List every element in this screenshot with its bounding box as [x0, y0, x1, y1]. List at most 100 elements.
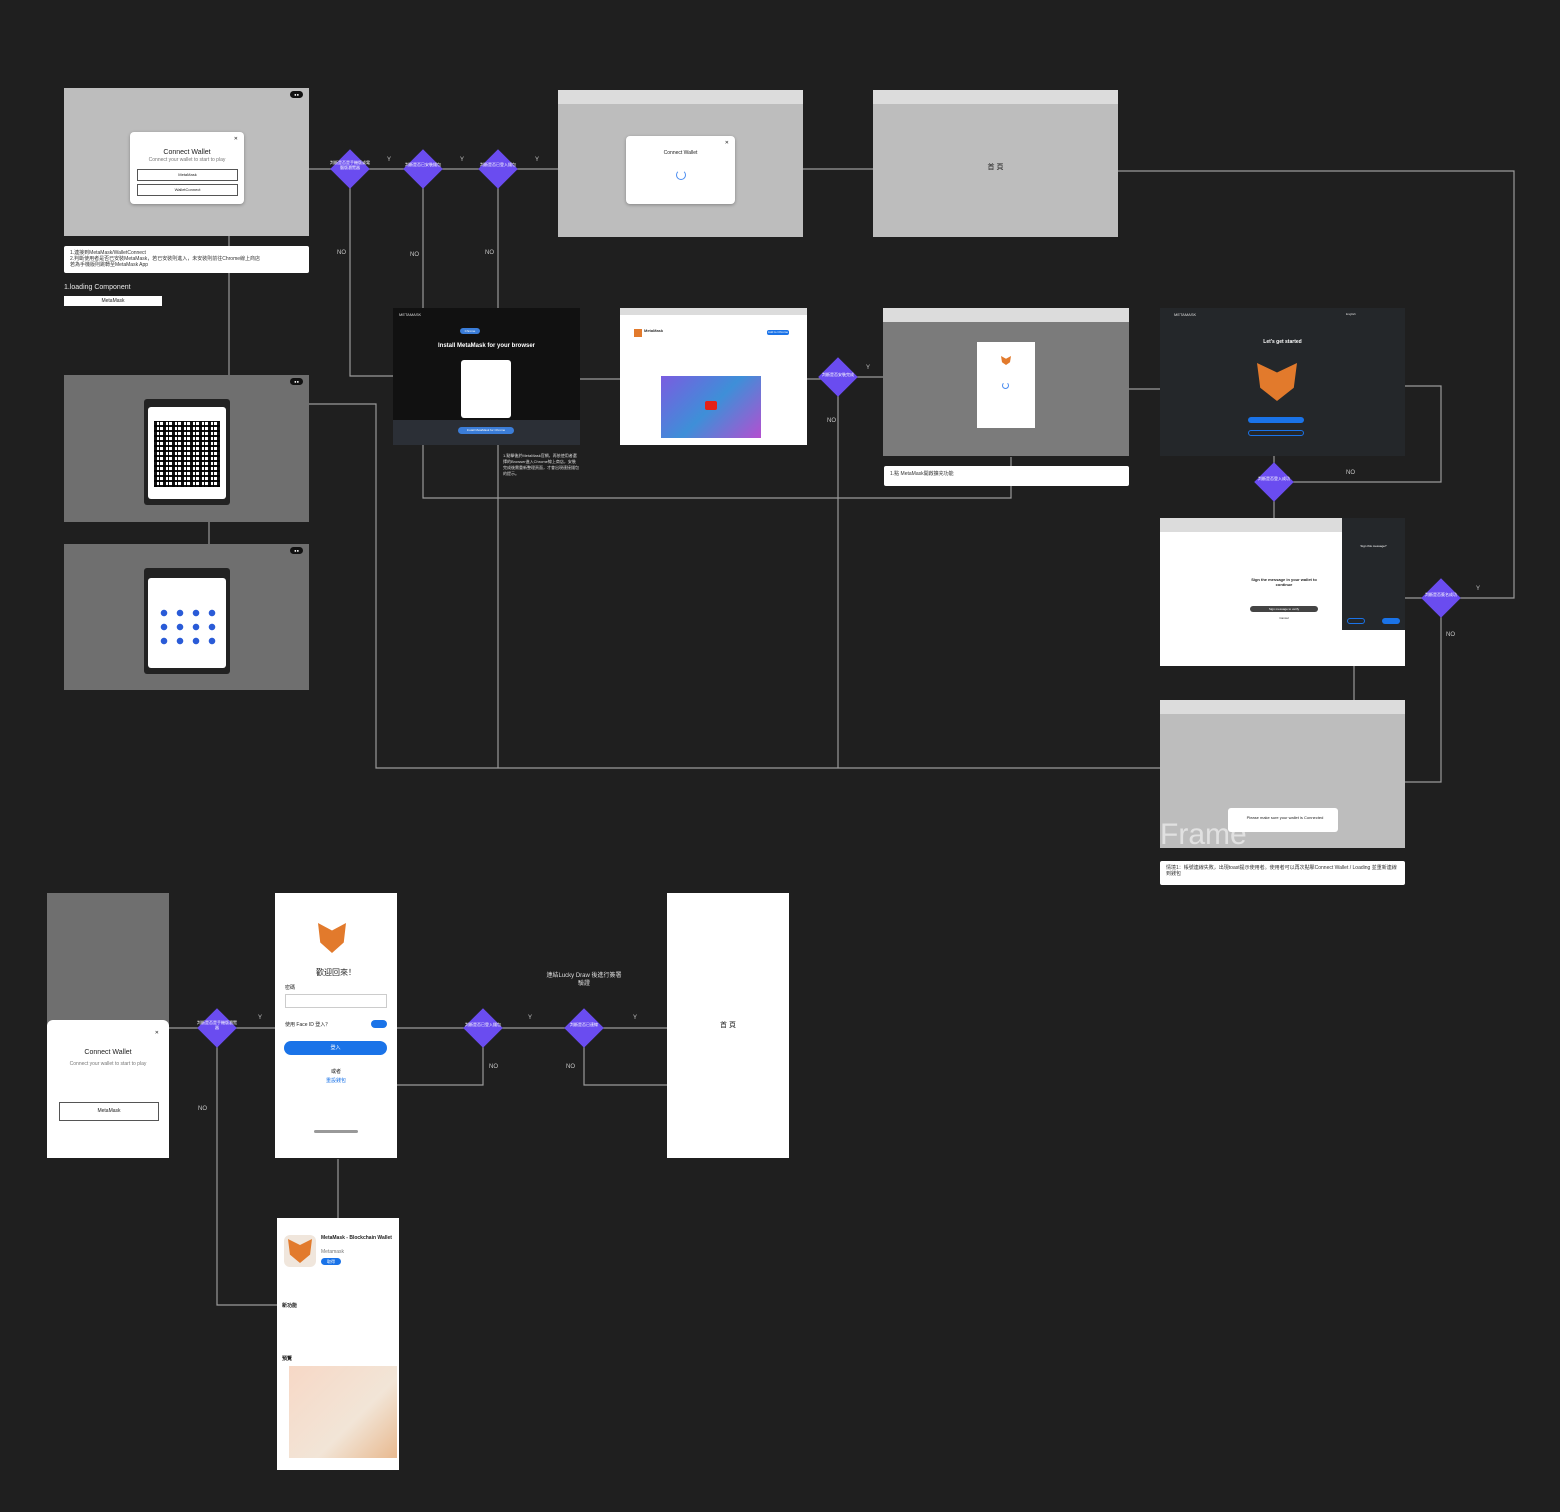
loading-frame: ✕ Connect Wallet [558, 90, 803, 237]
get-started-page: METAMASK English Let's get started [1160, 308, 1405, 456]
decision-mobile-login-label: 判斷是否已登入錢包 [465, 1022, 501, 1027]
mobile-home-screen: 首 頁 [667, 893, 789, 1158]
qr-frame: ●● [64, 375, 309, 522]
mobile-connect-title: Connect Wallet [84, 1049, 132, 1056]
close-icon[interactable]: ✕ [233, 136, 238, 142]
loading-modal: ✕ Connect Wallet [626, 136, 735, 204]
loading-pill: MetaMask [64, 296, 162, 306]
edge-no: NO [827, 418, 836, 424]
modal-title: Connect Wallet [163, 149, 211, 156]
app-preview-image[interactable] [289, 1366, 397, 1458]
qr-code[interactable] [154, 421, 220, 487]
metamask-brand: METAMASK [399, 312, 422, 317]
decision-install-complete-label: 判斷是否安裝完成 [822, 372, 854, 377]
sign-message-button[interactable]: Sign message to verify [1250, 606, 1318, 612]
reset-wallet-link[interactable]: 重設錢包 [325, 1078, 346, 1084]
metamask-popup-frame [883, 308, 1129, 456]
edge-no: NO [1446, 632, 1455, 638]
note-frame: 情境1：帳號連線失敗，出現toast提示使用者。使用者可以再次點擊Connect… [1160, 861, 1405, 885]
connect-wallet-frame: ●● ✕ Connect Wallet Connect your wallet … [64, 88, 309, 236]
extension-popup [977, 342, 1035, 428]
decision-mobile-connected-label: 判斷是否已連線 [570, 1022, 598, 1027]
spinner-icon [1002, 382, 1009, 389]
import-wallet-button[interactable] [1248, 430, 1304, 436]
edge-no: NO [489, 1064, 498, 1070]
edge-no: NO [410, 252, 419, 258]
signature-modal: Sign the message in your wallet to conti… [1244, 572, 1324, 626]
face-id-toggle[interactable] [371, 1020, 387, 1028]
note-line: 若為手機版則跳轉至MetaMask App [70, 262, 149, 268]
home-indicator [314, 1130, 358, 1133]
add-to-chrome-button[interactable]: Add to Chrome [767, 330, 789, 335]
edge-no: NO [198, 1106, 207, 1112]
chrome-web-store: MetaMask Add to Chrome [620, 308, 807, 445]
frame-badge: ●● [290, 91, 303, 98]
mobile-metamask-button[interactable]: MetaMask [59, 1102, 159, 1121]
browser-bar [620, 308, 807, 315]
edge-no: NO [566, 1064, 575, 1070]
spinner-icon [676, 170, 686, 180]
metamask-install-page: METAMASK Chrome Install MetaMask for you… [393, 308, 580, 445]
signature-page: Sign the message in your wallet to conti… [1160, 518, 1405, 666]
sign-button[interactable] [1382, 618, 1400, 624]
wallet-grid [148, 578, 226, 668]
home-label: 首 頁 [987, 164, 1004, 171]
store-video[interactable] [661, 376, 761, 438]
note-line: 2.判斷使用者是否已安裝MetaMask，若已安裝則進入，未安裝則前往Chrom… [70, 256, 261, 262]
password-label: 密碼 [285, 985, 296, 991]
install-headline: Install MetaMask for your browser [437, 343, 536, 349]
mobile-connect-frame: ✕ Connect Wallet Connect your wallet to … [47, 893, 169, 1158]
home-frame: 首 頁 [873, 90, 1118, 237]
password-input[interactable] [285, 994, 387, 1008]
decision-login-success-label: 判斷是否登入成功 [1258, 476, 1290, 481]
close-icon[interactable]: ✕ [154, 1030, 159, 1036]
get-button[interactable]: 取得 [321, 1258, 341, 1265]
edge-yes: Y [258, 1015, 263, 1021]
qr-card [148, 407, 226, 499]
toast-message: Please make sure your wallet is Connecte… [1246, 815, 1324, 820]
mobile-welcome-screen: 歡迎回來！ 密碼 使用 Face ID 登入？ 登入 或者 重設錢包 [275, 893, 397, 1158]
close-icon[interactable]: ✕ [724, 140, 729, 146]
create-wallet-button[interactable] [1248, 417, 1304, 423]
metamask-option-button[interactable]: MetaMask [137, 169, 238, 181]
decision-device-label: 判斷是否是手機版或電腦版瀏覽器 [330, 160, 370, 170]
wallet-list-frame: ●● [64, 544, 309, 690]
welcome-title: 歡迎回來！ [316, 968, 356, 977]
note-metamask-open: 1.點 MetaMask開啟擴充功能 [884, 466, 1129, 486]
edge-yes: Y [633, 1015, 638, 1021]
app-subtitle: Metamask [321, 1249, 345, 1255]
mobile-home-label: 首 頁 [720, 1022, 736, 1029]
tab-chrome[interactable]: Chrome [460, 328, 480, 334]
edge-no: NO [337, 250, 346, 256]
walletconnect-option-button[interactable]: WalletConnect [137, 184, 238, 196]
sign-cancel-link[interactable]: Cancel [1279, 616, 1289, 620]
note-line: 1.連接到MetaMask/WalletConnect [70, 250, 146, 256]
edge-no: NO [1346, 470, 1355, 476]
login-button[interactable]: 登入 [284, 1041, 387, 1055]
decision-signature-label: 判斷是否簽名成功 [1425, 592, 1457, 597]
metamask-fox-icon [288, 1239, 312, 1263]
mobile-connect-subtitle: Connect your wallet to start to play [69, 1061, 147, 1067]
connect-wallet-modal: ✕ Connect Wallet Connect your wallet to … [130, 132, 244, 204]
edge-yes: Y [528, 1015, 533, 1021]
browser-bar [883, 308, 1129, 322]
face-id-label: 使用 Face ID 登入？ [285, 1022, 331, 1028]
reject-button[interactable] [1347, 618, 1365, 624]
metamask-fox-icon [634, 329, 642, 337]
app-title: MetaMask - Blockchain Wallet [321, 1235, 392, 1241]
get-started-title: Let's get started [1263, 339, 1302, 345]
decision-logged-in-label: 判斷是否已登入錢包 [480, 162, 516, 167]
wallet-icons[interactable] [156, 606, 218, 650]
language-select[interactable]: English [1346, 312, 1356, 316]
play-icon[interactable] [705, 401, 717, 410]
install-metamask-button[interactable]: Install MetaMask for Chrome [458, 427, 514, 434]
edge-yes: Y [387, 157, 392, 163]
frame-badge: ●● [290, 547, 303, 554]
connection-failed-frame: Frame Please make sure your wallet is Co… [1160, 700, 1405, 851]
decision-installed-label: 判斷是否已安裝錢包 [405, 162, 441, 167]
metamask-fox-icon [318, 923, 346, 953]
edge-yes: Y [535, 157, 540, 163]
metamask-brand: METAMASK [1174, 312, 1197, 317]
signature-extension-panel: Sign this message? [1342, 518, 1405, 630]
or-text: 或者 [330, 1069, 341, 1075]
